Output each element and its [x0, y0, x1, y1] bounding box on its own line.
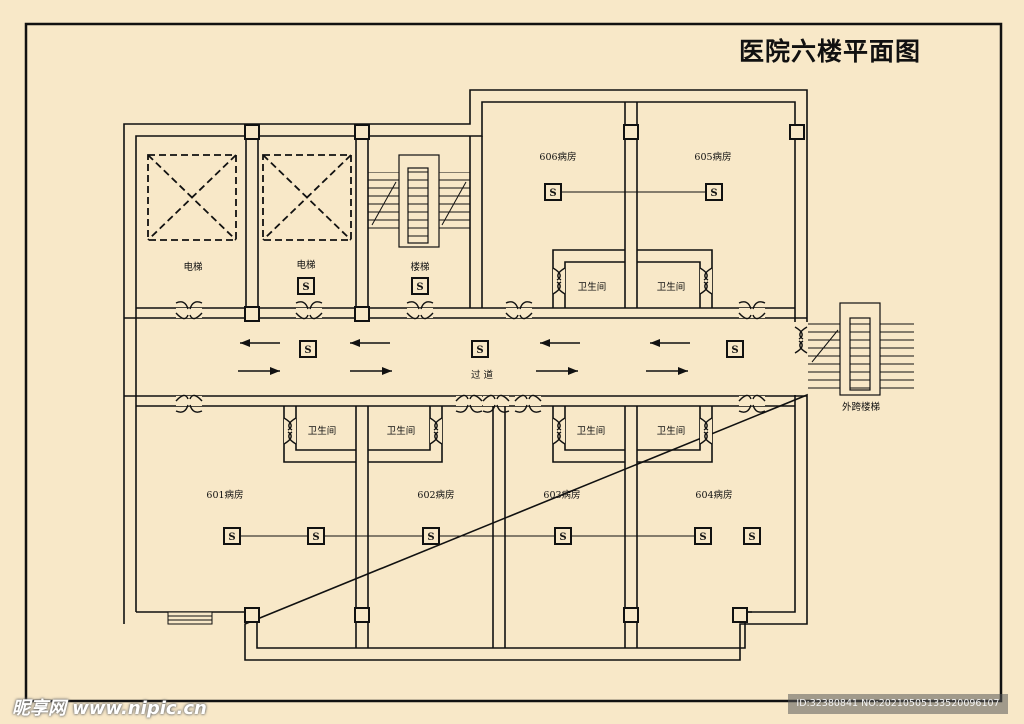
- door: [175, 394, 203, 413]
- label-bathroom-605: 卫生间: [656, 282, 686, 293]
- svg-text:S: S: [699, 532, 706, 543]
- bathroom-walls: [283, 249, 713, 463]
- arrow-right: [350, 367, 392, 375]
- door: [794, 326, 808, 354]
- door: [406, 301, 434, 320]
- switch-symbol: S: [411, 277, 429, 295]
- svg-text:S: S: [559, 532, 566, 543]
- label-bathroom-603: 卫生间: [576, 426, 606, 437]
- label-bathroom-602: 卫生间: [386, 426, 416, 437]
- door: [514, 394, 542, 413]
- svg-text:S: S: [748, 532, 755, 543]
- label-room-601: 601病房: [206, 490, 244, 501]
- plan-title: 医院六楼平面图: [738, 37, 921, 66]
- svg-text:S: S: [476, 345, 483, 356]
- switch-symbol: S: [299, 340, 317, 358]
- arrow-left: [540, 339, 580, 347]
- door: [429, 417, 443, 445]
- door: [505, 301, 533, 320]
- bottom-partitions: [355, 406, 638, 648]
- switch-symbol: S: [544, 183, 562, 201]
- label-bathroom-601: 卫生间: [307, 426, 337, 437]
- svg-text:S: S: [710, 188, 717, 199]
- switch-symbol: S: [694, 527, 712, 545]
- label-elevator-2: 电梯: [296, 260, 316, 271]
- door: [455, 394, 483, 413]
- arrow-right: [646, 367, 688, 375]
- structural-columns: [244, 124, 805, 623]
- label-corridor: 过 道: [470, 370, 494, 381]
- svg-text:S: S: [302, 282, 309, 293]
- label-stairs: 楼梯: [410, 262, 430, 273]
- switches: S S S S S S S S S S S S S: [223, 183, 761, 545]
- arrow-left: [650, 339, 690, 347]
- svg-text:S: S: [312, 532, 319, 543]
- watermark-right: ID:32380841 NO:20210505133520096107: [788, 694, 1008, 714]
- label-room-605: 605病房: [694, 152, 732, 163]
- svg-text:S: S: [427, 532, 434, 543]
- switch-symbol: S: [471, 340, 489, 358]
- switch-symbol: S: [743, 527, 761, 545]
- door: [552, 267, 566, 295]
- corridor-arrows: [238, 339, 690, 375]
- door: [552, 417, 566, 445]
- svg-text:S: S: [416, 282, 423, 293]
- elevator-shafts: [147, 154, 352, 241]
- door: [738, 394, 766, 413]
- switch-symbol: S: [705, 183, 723, 201]
- door: [283, 417, 297, 445]
- switch-symbol: S: [307, 527, 325, 545]
- door: [175, 301, 203, 320]
- door: [482, 394, 510, 413]
- door: [295, 301, 323, 320]
- label-room-603: 603病房: [543, 490, 581, 501]
- arrow-left: [240, 339, 280, 347]
- interior-stairs: [368, 154, 470, 248]
- label-external-stairs: 外跨楼梯: [841, 402, 881, 413]
- arrow-left: [350, 339, 390, 347]
- top-partitions: [245, 102, 638, 308]
- doors: [175, 267, 808, 445]
- switch-symbol: S: [726, 340, 744, 358]
- arrow-right: [536, 367, 578, 375]
- svg-text:S: S: [304, 345, 311, 356]
- svg-text:S: S: [549, 188, 556, 199]
- switch-symbol: S: [223, 527, 241, 545]
- svg-text:S: S: [228, 532, 235, 543]
- door: [699, 267, 713, 295]
- page-frame: [24, 22, 1003, 703]
- label-elevator-1: 电梯: [183, 262, 203, 273]
- external-stairs: [808, 302, 914, 396]
- window-601: [167, 611, 213, 625]
- svg-text:S: S: [731, 345, 738, 356]
- wiring-lines: [232, 191, 714, 537]
- door: [738, 301, 766, 320]
- switch-symbol: S: [297, 277, 315, 295]
- corridor-walls: [124, 307, 807, 407]
- label-bathroom-604: 卫生间: [656, 426, 686, 437]
- label-room-606: 606病房: [539, 152, 577, 163]
- label-room-602: 602病房: [417, 490, 455, 501]
- switch-symbol: S: [554, 527, 572, 545]
- label-bathroom-606: 卫生间: [577, 282, 607, 293]
- door: [699, 417, 713, 445]
- arrow-right: [238, 367, 280, 375]
- watermark-left: 昵享网 www.nipic.cn: [12, 698, 207, 719]
- label-room-604: 604病房: [695, 490, 733, 501]
- switch-symbol: S: [422, 527, 440, 545]
